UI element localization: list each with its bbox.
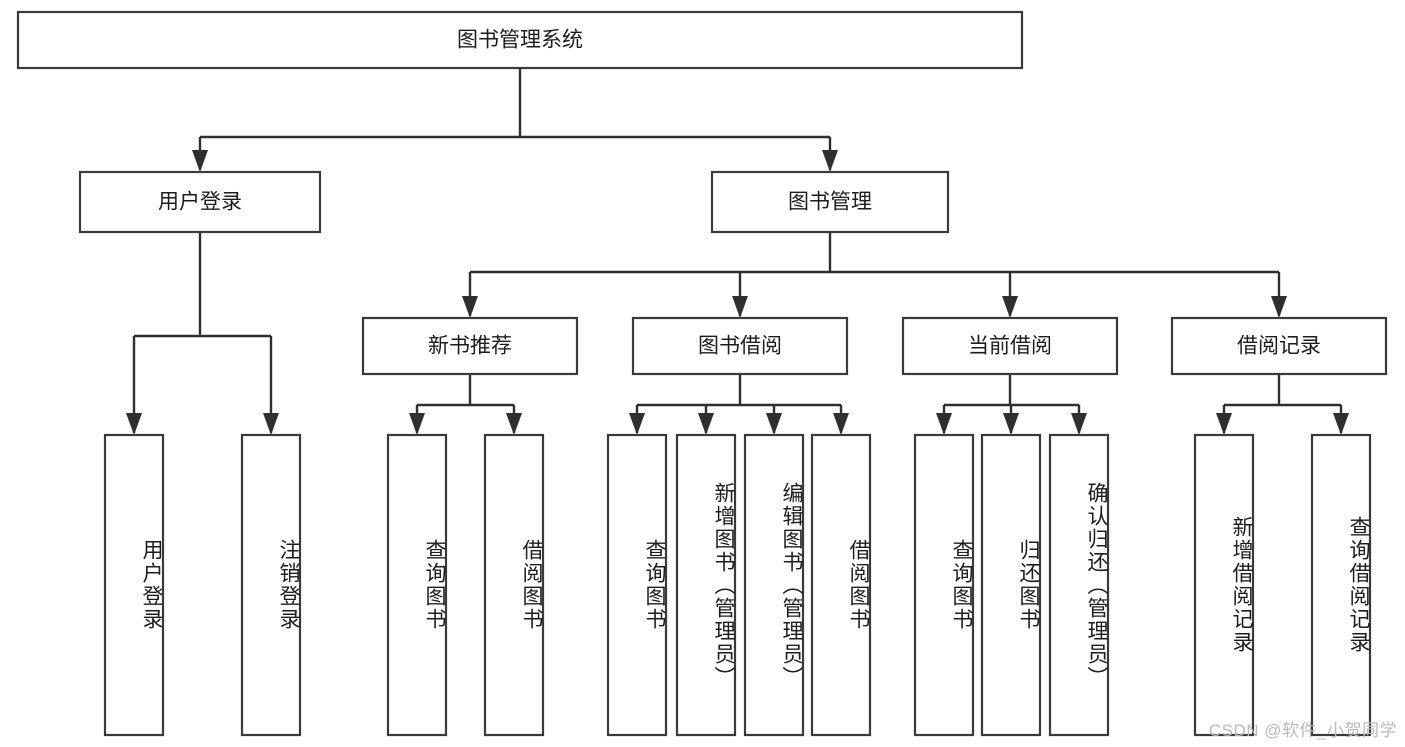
arrow-head-icon	[1333, 413, 1349, 435]
node-leaf-query-borrow-record	[1310, 433, 1372, 737]
node-leaf-add-book-admin	[675, 433, 737, 737]
node-root-label: 图书管理系统	[457, 29, 583, 52]
node-leaf-confirm-return-admin	[1048, 433, 1110, 737]
node-new-book-recommend-label: 新书推荐	[428, 335, 512, 358]
connector-layer	[126, 68, 1349, 435]
node-book-borrow-label: 图书借阅	[698, 335, 782, 358]
node-new-book-recommend	[361, 316, 579, 376]
node-user-login	[78, 170, 322, 234]
arrow-head-icon	[409, 413, 425, 435]
node-root	[16, 10, 1024, 70]
arrow-head-icon	[1002, 296, 1018, 318]
node-book-management	[710, 170, 950, 234]
node-leaf-return-book	[980, 433, 1042, 737]
arrow-head-icon	[629, 413, 645, 435]
arrow-head-icon	[126, 413, 142, 435]
arrow-head-icon	[192, 150, 208, 172]
node-borrow-record	[1170, 316, 1388, 376]
node-leaf-logout-login	[240, 433, 302, 737]
arrow-head-icon	[732, 296, 748, 318]
node-leaf-query-book-2	[606, 433, 668, 737]
node-leaf-query-book-3	[913, 433, 975, 737]
arrow-head-icon	[1071, 413, 1087, 435]
arrow-head-icon	[766, 413, 782, 435]
node-leaf-borrow-book-2	[810, 433, 872, 737]
arrow-head-icon	[833, 413, 849, 435]
node-leaf-add-borrow-record	[1193, 433, 1255, 737]
arrow-head-icon	[698, 413, 714, 435]
arrow-head-icon	[1003, 413, 1019, 435]
arrow-head-icon	[506, 413, 522, 435]
arrow-head-icon	[462, 296, 478, 318]
node-book-management-label: 图书管理	[788, 191, 872, 214]
node-user-login-label: 用户登录	[158, 191, 242, 214]
arrow-head-icon	[1216, 413, 1232, 435]
arrow-head-icon	[822, 150, 838, 172]
node-leaf-query-book-1	[386, 433, 448, 737]
node-leaf-user-login	[103, 433, 165, 737]
node-current-borrow	[901, 316, 1119, 376]
arrow-head-icon	[936, 413, 952, 435]
node-box-layer	[16, 10, 1388, 737]
node-book-borrow	[631, 316, 849, 376]
watermark-label: CSDN @软件_小贺同学	[1208, 721, 1397, 740]
arrow-head-icon	[1271, 296, 1287, 318]
node-leaf-edit-book-admin	[743, 433, 805, 737]
node-borrow-record-label: 借阅记录	[1237, 335, 1321, 358]
arrow-head-icon	[263, 413, 279, 435]
node-leaf-borrow-book-1	[483, 433, 545, 737]
node-current-borrow-label: 当前借阅	[968, 335, 1052, 358]
